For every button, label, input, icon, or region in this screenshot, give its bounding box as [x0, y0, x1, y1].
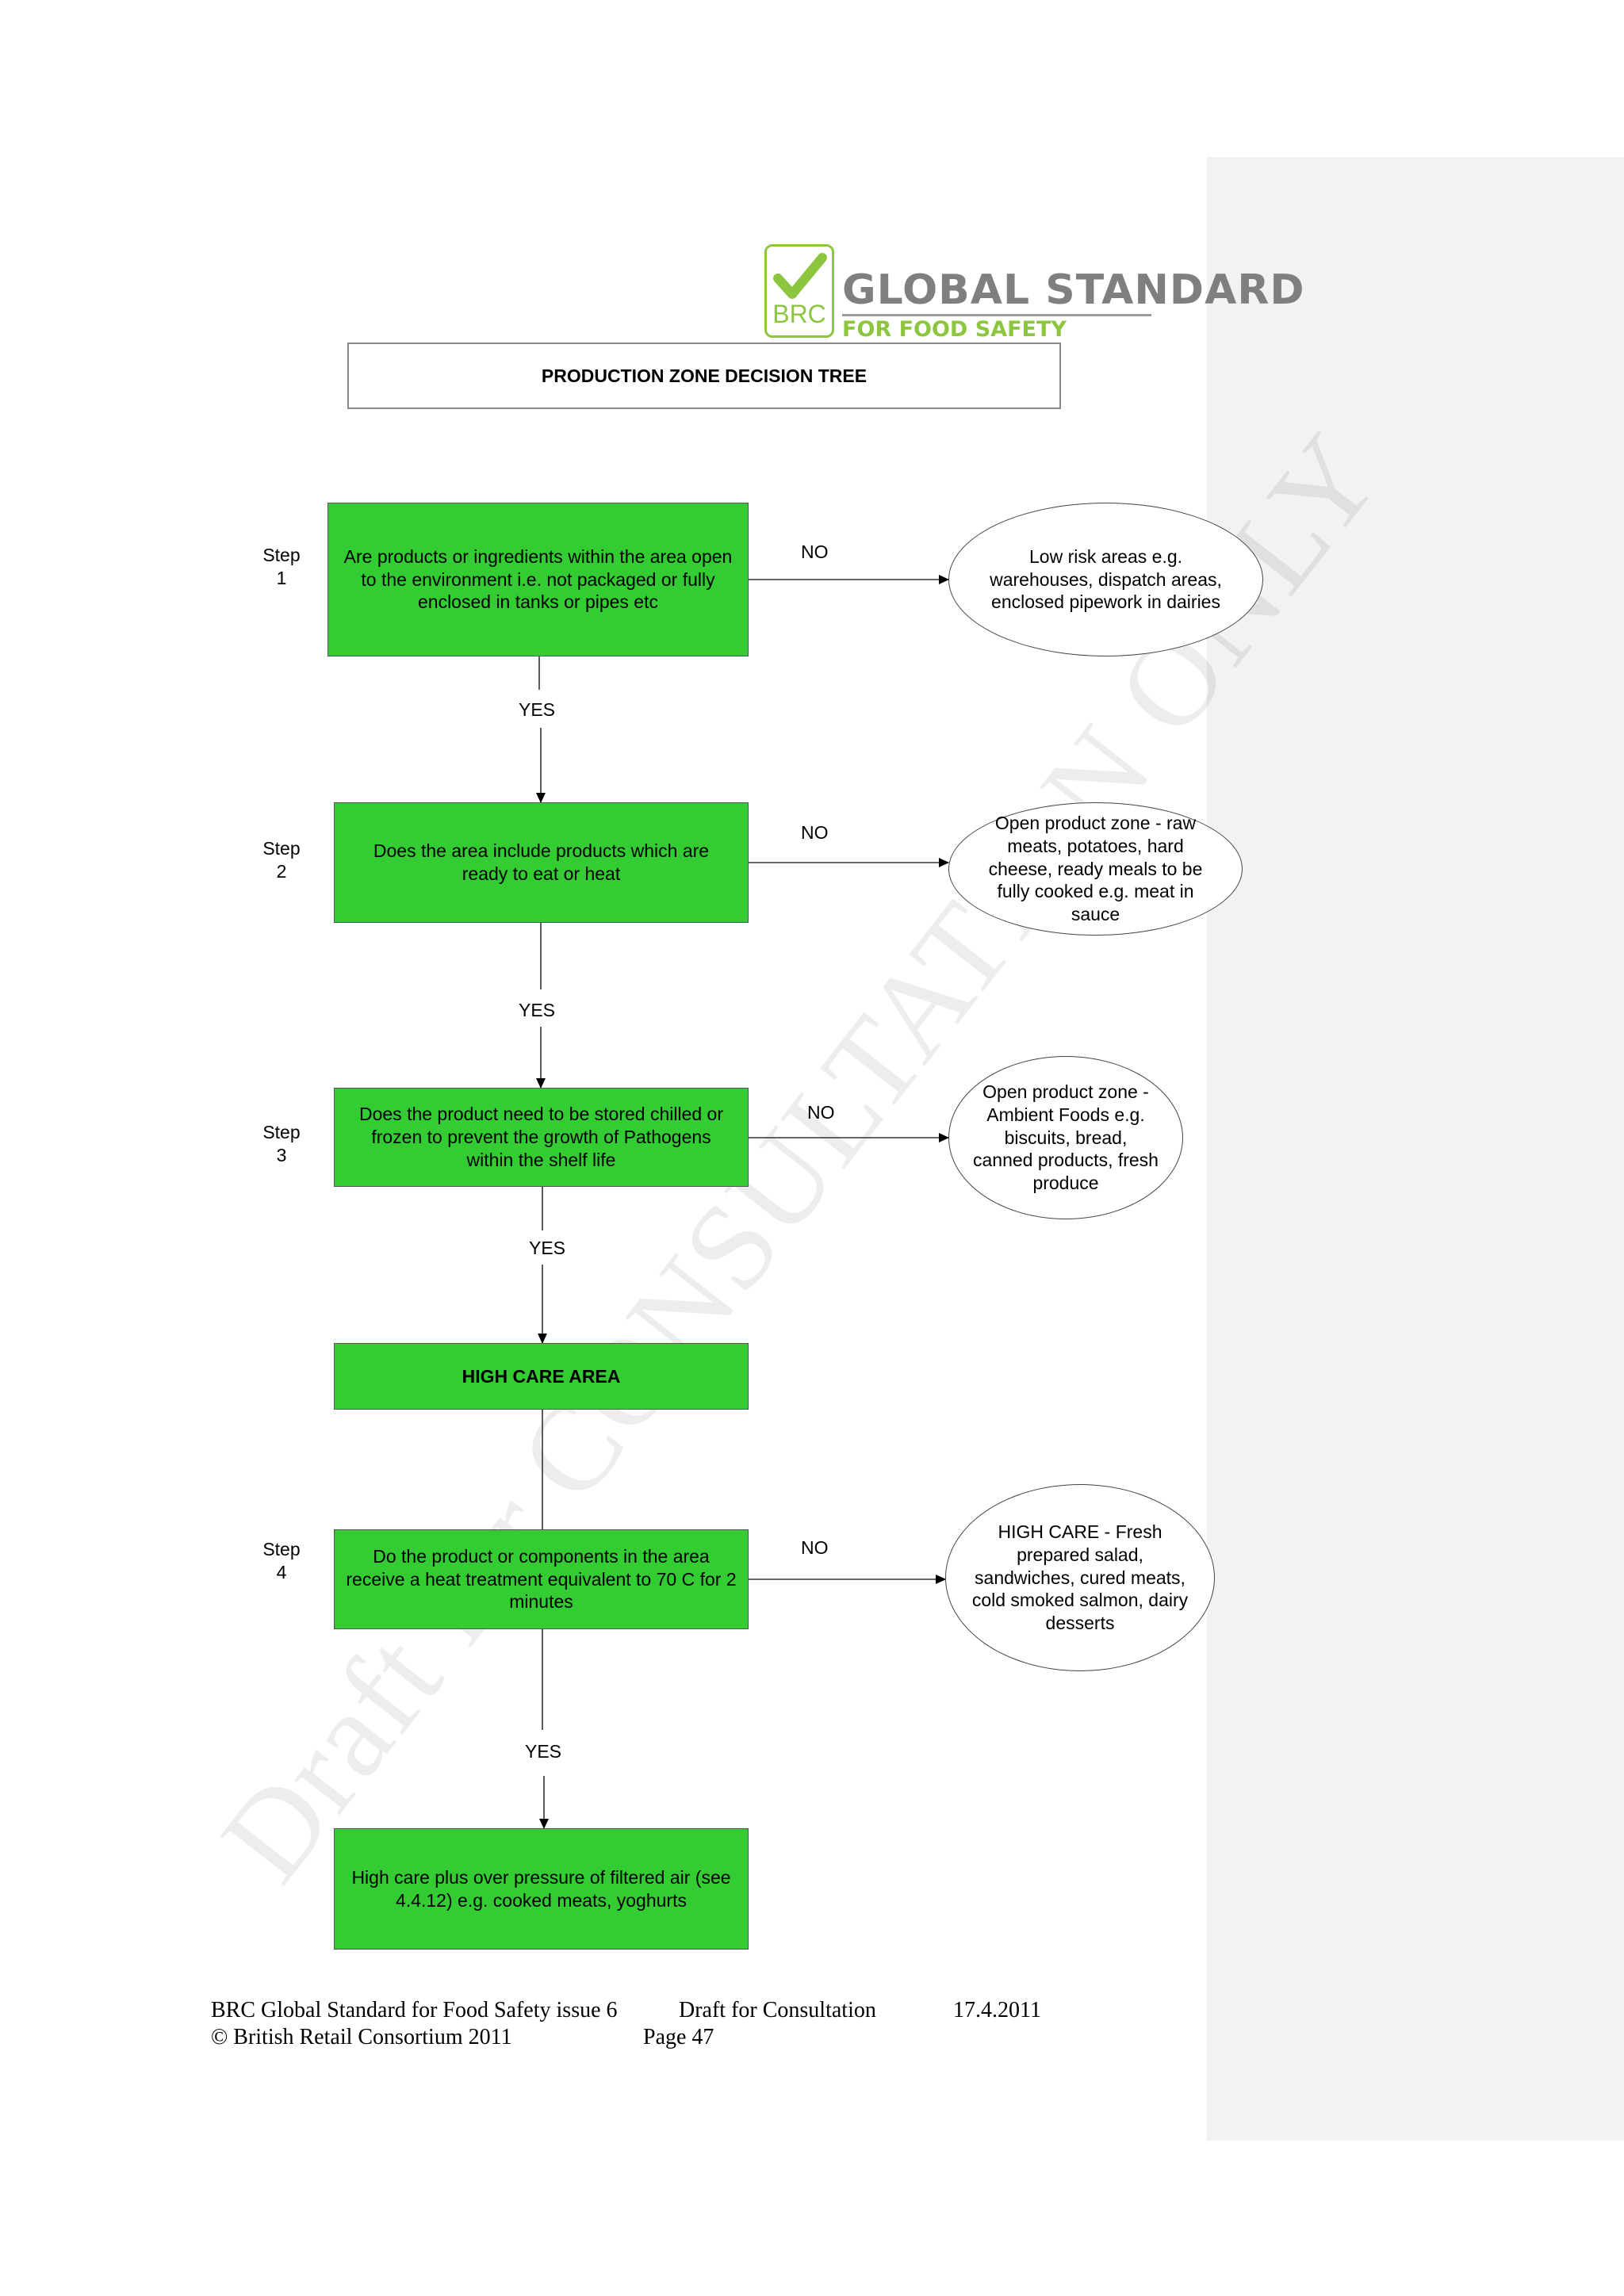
- footer-copyright: © British Retail Consortium 2011: [211, 2025, 512, 2049]
- step-4-question: Do the product or components in the area…: [334, 1529, 749, 1629]
- step-4-no-label: NO: [801, 1537, 829, 1558]
- step-2-no-label: NO: [801, 822, 829, 843]
- footer-date: 17.4.2011: [953, 1998, 1041, 2022]
- footer-doc-name: BRC Global Standard for Food Safety issu…: [211, 1998, 618, 2022]
- logo-title: GLOBAL STANDARD: [842, 266, 1305, 314]
- step-3-no-outcome: Open product zone - Ambient Foods e.g. b…: [948, 1056, 1183, 1219]
- step-2-yes-label: YES: [519, 1000, 556, 1020]
- step-2-no-outcome: Open product zone - raw meats, potatoes,…: [948, 802, 1243, 936]
- checkmark-icon: [773, 253, 827, 299]
- step-1-no-label: NO: [801, 541, 829, 562]
- step-4-no-outcome: HIGH CARE - Fresh prepared salad, sandwi…: [945, 1484, 1215, 1671]
- step-4-label: Step 4: [262, 1539, 301, 1582]
- footer-status: Draft for Consultation: [679, 1998, 876, 2022]
- step-1-question: Are products or ingredients within the a…: [327, 503, 749, 656]
- step-3-question: Does the product need to be stored chill…: [334, 1088, 749, 1187]
- logo-rule: [842, 314, 1151, 316]
- step-3-label: Step 3: [262, 1122, 301, 1165]
- footer-page-number: Page 47: [643, 2025, 714, 2049]
- step-2-label: Step 2: [262, 838, 301, 882]
- diagram-title: PRODUCTION ZONE DECISION TREE: [347, 342, 1061, 409]
- step-4-yes-label: YES: [525, 1741, 562, 1762]
- step-1-yes-label: YES: [519, 699, 556, 720]
- brc-logo: BRC GLOBAL STANDARD FOR FOOD SAFETY: [764, 243, 1304, 342]
- step-1-label: Step 1: [262, 545, 301, 588]
- logo-badge-text: BRC: [772, 300, 826, 328]
- step-3-no-label: NO: [807, 1102, 835, 1123]
- step-2-question: Does the area include products which are…: [334, 802, 749, 923]
- step-1-no-outcome: Low risk areas e.g. warehouses, dispatch…: [948, 503, 1263, 656]
- step-3-yes-label: YES: [529, 1238, 566, 1258]
- final-outcome: High care plus over pressure of filtered…: [334, 1828, 749, 1950]
- logo-subtitle: FOR FOOD SAFETY: [842, 317, 1067, 342]
- high-care-area: HIGH CARE AREA: [334, 1343, 749, 1410]
- brc-badge: BRC: [764, 244, 834, 338]
- comment-margin-pane: [1207, 157, 1624, 2141]
